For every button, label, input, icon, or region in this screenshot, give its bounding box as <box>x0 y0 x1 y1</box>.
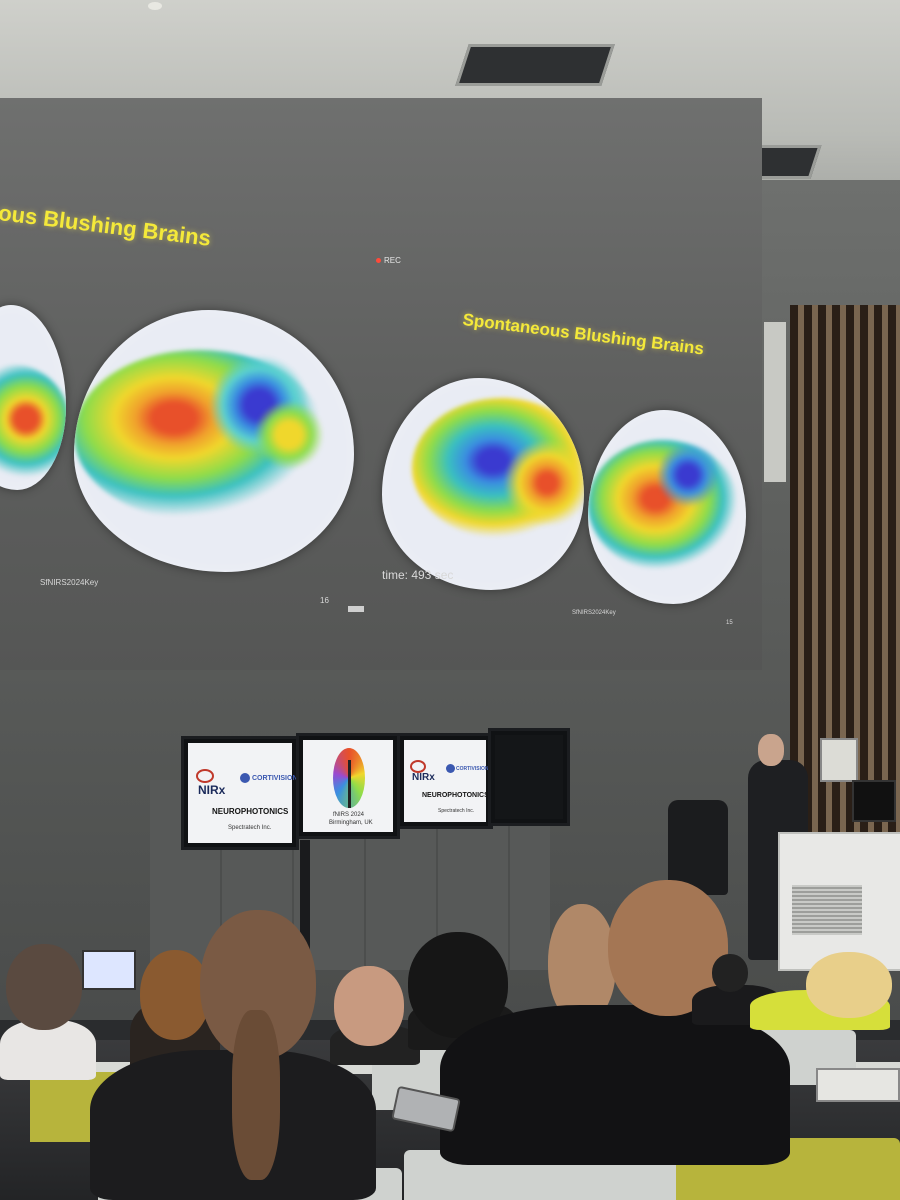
cortivision-logo-icon <box>446 764 455 773</box>
wall-speaker <box>764 322 786 482</box>
brain-image-small <box>588 410 746 604</box>
ceiling-light <box>148 2 162 10</box>
monitor-3-sub: Spectratech Inc. <box>438 808 475 814</box>
rec-indicator: REC <box>376 256 401 265</box>
monitor-1: NIRx CORTIVISION NEUROPHOTONICS Spectrat… <box>181 736 299 850</box>
slide-left-footer-tag: SfNIRS2024Key <box>40 578 99 587</box>
monitor-1-screen: NIRx CORTIVISION NEUROPHOTONICS Spectrat… <box>188 743 298 843</box>
brain-image-medium <box>382 378 584 590</box>
monitor-1-heading: NEUROPHOTONICS <box>212 807 289 816</box>
audience-head <box>712 954 748 992</box>
nirx-logo-icon <box>410 760 426 773</box>
monitor-1-logo-right: CORTIVISION <box>252 775 298 782</box>
rec-label: REC <box>384 256 401 265</box>
desk-monitor <box>852 780 896 822</box>
monitor-2: fNIRS 2024 Birmingham, UK <box>296 733 400 839</box>
office-chair <box>668 800 728 895</box>
audience-member <box>0 1020 96 1080</box>
audience-head <box>6 944 82 1030</box>
monitor-3: NIRx CORTIVISION NEUROPHOTONICS Spectrat… <box>397 733 493 829</box>
cortivision-logo-icon <box>240 773 250 783</box>
brain-logo-divider <box>348 760 351 808</box>
ceiling-vent <box>455 44 615 86</box>
monitor-3-logo-left: NIRx <box>412 772 435 783</box>
brain-image-large <box>74 310 354 572</box>
slide-left-counter <box>348 606 364 612</box>
slide-right-footer-tag: SfNIRS2024Key <box>572 610 616 616</box>
monitor-2-caption: fNIRS 2024 <box>333 812 365 818</box>
monitor-1-sub: Spectratech Inc. <box>228 825 272 831</box>
desk-vent <box>792 885 862 935</box>
monitor-3-logo-right: CORTIVISION <box>456 766 489 772</box>
monitor-3-screen: NIRx CORTIVISION NEUROPHOTONICS Spectrat… <box>404 740 489 822</box>
audience-head <box>548 904 616 1024</box>
slide-right-page-number: 15 <box>726 620 733 626</box>
notebook <box>816 1068 900 1102</box>
monitor-4-screen <box>495 735 563 819</box>
audience-head <box>334 966 404 1046</box>
ponytail <box>232 1010 280 1180</box>
audience-head <box>806 952 892 1018</box>
laptop <box>82 950 136 990</box>
audience-member <box>440 1005 790 1165</box>
slide-right-time-label: time: 493 sec <box>382 568 454 582</box>
brain-image-partial <box>0 305 66 490</box>
monitor-4 <box>488 728 570 826</box>
monitor-3-heading: NEUROPHOTONICS <box>422 792 489 799</box>
monitor-1-logo-left: NIRx <box>198 783 226 797</box>
sign-board <box>820 738 858 782</box>
presenter-head <box>758 734 784 766</box>
slide-left-page-number: 16 <box>320 596 329 605</box>
monitor-2-screen: fNIRS 2024 Birmingham, UK <box>303 740 393 832</box>
monitor-stand <box>300 840 310 970</box>
monitor-2-sub: Birmingham, UK <box>329 820 373 826</box>
audience-head <box>140 950 210 1040</box>
rec-dot-icon <box>376 258 381 263</box>
nirx-logo-icon <box>196 769 214 783</box>
